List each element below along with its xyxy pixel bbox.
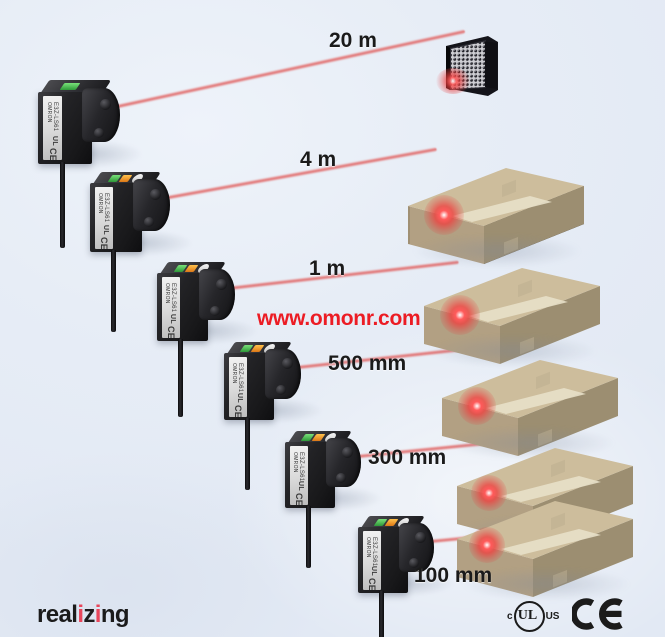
- sensor-nameplate-text-brand: OMRON: [365, 537, 371, 558]
- sensor-lens-dot: [342, 447, 353, 458]
- box-shadow: [412, 234, 582, 268]
- sensor-nameplate-ce-glyph: CE: [367, 578, 377, 590]
- sensor-nameplate: E3Z-LS61 OMRON UL CE: [95, 187, 113, 249]
- sensor-nameplate-text-model: E3Z-LS61: [52, 102, 58, 132]
- box-shadow: [461, 567, 631, 601]
- retroreflector-target: [436, 32, 502, 100]
- sensor-nameplate-text-model: E3Z-LS61: [103, 193, 109, 223]
- sensor-nameplate: E3Z-LS61 OMRON UL CE: [363, 531, 381, 590]
- sensor-nameplate-ce-glyph: CE: [48, 148, 58, 160]
- brand-logo-highlight1: i: [77, 601, 84, 628]
- ce-glyph-svg: [570, 598, 624, 630]
- sensor-cable: [178, 339, 183, 417]
- sensor-nameplate-text-brand: OMRON: [164, 283, 170, 304]
- sensor-nameplate-text-model: E3Z-LS61: [371, 537, 377, 567]
- sensor-lens-dot: [150, 189, 161, 200]
- brand-logo-part3: ng: [100, 601, 130, 628]
- distance-label-300mm: 300 mm: [368, 446, 447, 469]
- sensor-nameplate-ce-glyph: CE: [294, 493, 304, 505]
- cardboard-box-4m: [406, 152, 586, 268]
- sensor-nameplate-ul-glyph: UL: [51, 136, 58, 146]
- sensor-nameplate-text-brand: OMRON: [292, 452, 298, 473]
- sensor-cable: [306, 506, 311, 568]
- sensor-nameplate-ul-glyph: UL: [102, 225, 109, 235]
- sensor-mount-hole: [409, 558, 419, 568]
- sensor-mount-hole: [144, 217, 154, 227]
- sensor-mount-hole: [210, 306, 220, 316]
- certification-marks: c UL US: [507, 598, 628, 635]
- sensor-unit-500mm[interactable]: E3Z-LS61 OMRON UL CE: [220, 342, 329, 490]
- sensor-nameplate: E3Z-LS61 OMRON UL CE: [229, 357, 247, 417]
- box-svg: [408, 168, 584, 264]
- sensor-nameplate-text-brand: OMRON: [46, 102, 52, 123]
- cul-us-suffix: US: [545, 611, 560, 622]
- sensor-nameplate-text-brand: OMRON: [231, 363, 237, 384]
- sensor-nameplate: E3Z-LS61 OMRON UL CE: [162, 277, 180, 338]
- sensor-unit-1m[interactable]: E3Z-LS61 OMRON UL CE: [153, 262, 262, 417]
- brand-logo-highlight2: i: [94, 601, 102, 628]
- ul-circle-icon: UL: [513, 601, 545, 632]
- sensor-unit-300mm[interactable]: E3Z-LS61 OMRON UL CE: [281, 431, 390, 568]
- sensor-lens-dot: [100, 99, 111, 110]
- sensor-mount-hole: [94, 128, 104, 138]
- sensor-nameplate-ul-glyph: UL: [370, 566, 377, 576]
- brand-logo-part2: z: [83, 601, 95, 628]
- sensor-nameplate-text-model: E3Z-LS61: [298, 452, 304, 482]
- sensor-cable: [379, 591, 384, 637]
- site-watermark: www.omonr.com: [257, 307, 421, 330]
- cul-us-mark-icon: c UL US: [507, 601, 559, 632]
- sensor-lens-dot: [216, 279, 227, 290]
- sensor-cable: [111, 250, 116, 332]
- sensor-nameplate-ul-glyph: UL: [236, 393, 243, 403]
- brand-logo: realizing: [37, 601, 130, 629]
- laser-beam-20m: [112, 28, 466, 110]
- sensor-unit-100mm[interactable]: E3Z-LS61 OMRON UL CE: [354, 516, 463, 637]
- cul-us-prefix: c: [507, 611, 513, 622]
- distance-label-1m: 1 m: [309, 257, 346, 280]
- sensor-nameplate-text-model: E3Z-LS61: [237, 363, 243, 393]
- distance-label-500mm: 500 mm: [328, 352, 407, 375]
- sensor-cable: [245, 418, 250, 490]
- sensor-lens-dot: [282, 358, 293, 369]
- sensor-nameplate-text-brand: OMRON: [97, 193, 103, 214]
- sensor-nameplate-ul-glyph: UL: [169, 314, 176, 324]
- distance-label-20m: 20 m: [329, 29, 377, 52]
- sensor-lens-dot: [415, 532, 426, 543]
- sensor-nameplate: E3Z-LS61 OMRON UL CE: [290, 446, 308, 505]
- brand-logo-part1: real: [37, 601, 78, 628]
- sensor-nameplate-text-model: E3Z-LS61: [170, 283, 176, 313]
- sensor-unit-4m[interactable]: E3Z-LS61 OMRON UL CE: [86, 172, 195, 332]
- sensor-nameplate-ul-glyph: UL: [297, 481, 304, 491]
- sensor-nameplate-ce-glyph: CE: [99, 237, 109, 249]
- distance-label-100mm: 100 mm: [414, 564, 493, 587]
- sensor-nameplate-ce-glyph: CE: [233, 405, 243, 417]
- box-shadow: [446, 426, 616, 460]
- sensor-unit-20m[interactable]: E3Z-LS61 OMRON UL CE: [34, 80, 143, 248]
- sensor-mount-hole: [336, 473, 346, 483]
- cardboard-box-1m: [422, 252, 602, 368]
- retroreflector-svg: [446, 36, 498, 96]
- box-shadow: [428, 334, 598, 368]
- sensor-nameplate: E3Z-LS61 OMRON UL CE: [43, 96, 62, 160]
- sensor-mount-hole: [276, 385, 286, 395]
- ul-glyph-svg: UL: [517, 608, 536, 623]
- sensor-cable: [60, 162, 65, 248]
- distance-label-4m: 4 m: [300, 148, 337, 171]
- svg-text:UL: UL: [517, 608, 536, 623]
- sensor-nameplate-ce-glyph: CE: [166, 326, 176, 338]
- ce-mark-icon: [570, 598, 628, 635]
